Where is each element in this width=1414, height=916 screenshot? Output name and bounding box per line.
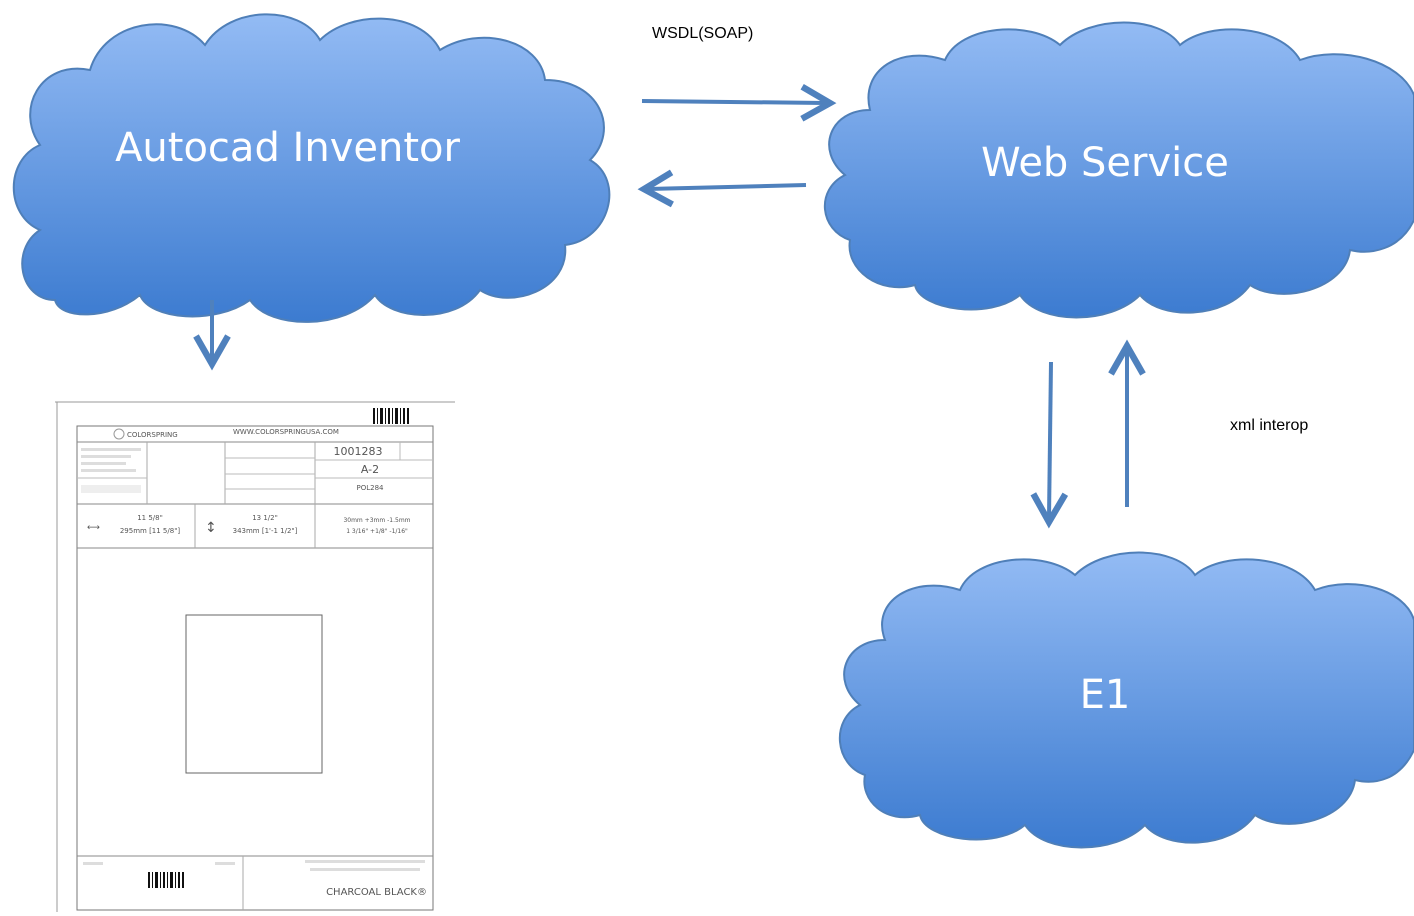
cloud-e1 [838, 551, 1414, 849]
barcode-bottom [148, 872, 184, 888]
doc-height-mm: 343mm [1'-1 1/2"] [233, 527, 298, 535]
doc-model: POL284 [357, 484, 385, 492]
doc-tolerance-mm: 30mm +3mm -1.5mm [343, 517, 410, 524]
doc-brand: COLORSPRING [127, 431, 178, 439]
edge-label-wsdl-soap: WSDL(SOAP) [652, 25, 754, 42]
node-label-e1: E1 [1079, 672, 1131, 718]
node-label-web-service: Web Service [981, 140, 1229, 186]
doc-tolerance-in: 1 3/16" +1/8" -1/16" [346, 528, 408, 535]
arrow-autocad-to-webservice [641, 83, 837, 122]
doc-footer-color: CHARCOAL BLACK® [326, 887, 427, 898]
cloud-autocad-inventor [12, 13, 611, 323]
cloud-web-service [823, 21, 1414, 319]
node-label-autocad-inventor: Autocad Inventor [115, 125, 460, 171]
edge-label-xml-interop: xml interop [1230, 417, 1309, 434]
svg-text:↕: ↕ [205, 520, 217, 536]
packaging-label-document: COLORSPRING WWW.COLORSPRINGUSA.COM 10012… [55, 401, 455, 912]
svg-text:⟷: ⟷ [87, 523, 100, 533]
arrow-webservice-to-e1 [1030, 361, 1069, 529]
doc-order-number: 1001283 [334, 445, 383, 458]
barcode-top [373, 408, 409, 424]
arrow-webservice-to-autocad [637, 169, 807, 208]
doc-width-mm: 295mm [11 5/8"] [120, 527, 181, 535]
doc-height-in: 13 1/2" [252, 514, 278, 522]
artwork-placeholder [185, 614, 323, 774]
doc-code: A-2 [361, 463, 379, 476]
doc-width-in: 11 5/8" [137, 514, 163, 522]
doc-website: WWW.COLORSPRINGUSA.COM [233, 428, 339, 436]
